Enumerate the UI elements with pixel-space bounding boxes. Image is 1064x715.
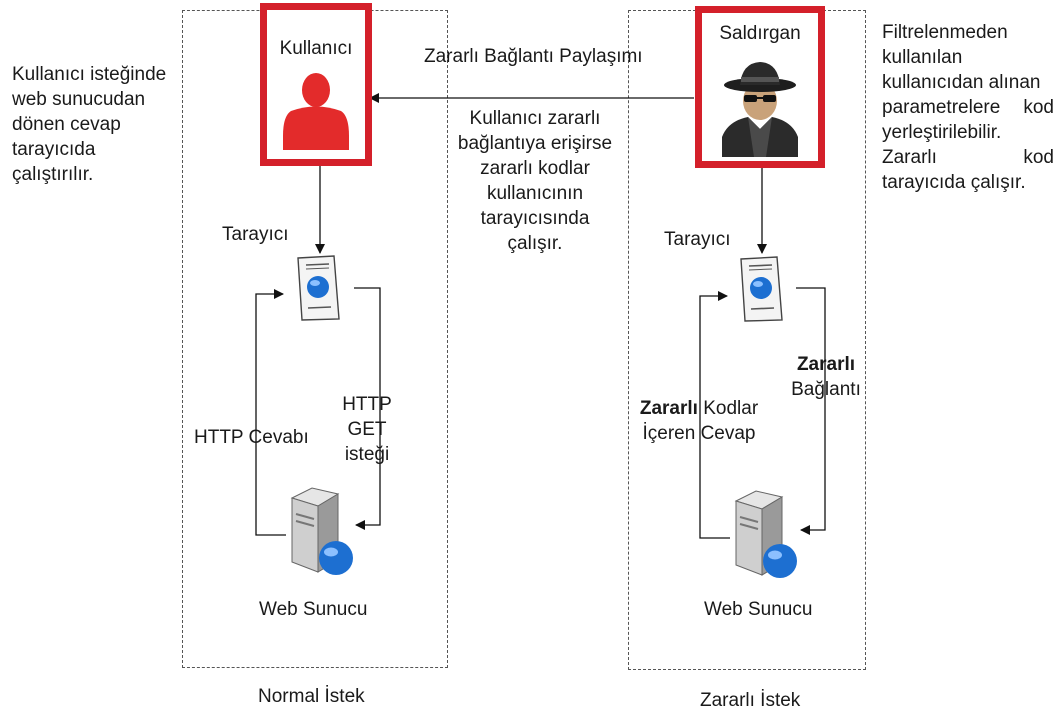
- malicious-link-arrow: [796, 287, 826, 535]
- normal-server-icon: [290, 487, 353, 575]
- attacker-icon: [722, 62, 798, 157]
- right-note: Filtrelenmeden kullanılan kullanıcıdan a…: [882, 22, 1054, 194]
- left-note: Kullanıcı isteğinde web sunucudan dönen …: [12, 64, 167, 186]
- normal-browser-icon: [297, 255, 340, 321]
- center-note: Kullanıcı zararlı bağlantıya erişirse za…: [457, 108, 613, 255]
- malicious-server-label: Web Sunucu: [704, 599, 813, 620]
- malicious-browser-icon: [740, 256, 783, 322]
- malicious-response-label: Zararlı Kodlar İçeren Cevap: [639, 398, 759, 445]
- normal-get-arrow: [354, 287, 381, 530]
- malicious-response-arrow: [699, 291, 730, 539]
- normal-browser-label: Tarayıcı: [222, 224, 289, 245]
- malicious-link-label: Zararlı Bağlantı: [791, 354, 861, 401]
- share-label: Zararlı Bağlantı Paylaşımı: [424, 46, 643, 67]
- malicious-server-icon: [734, 490, 797, 578]
- malicious-caption: Zararlı İstek: [700, 690, 801, 711]
- normal-request-label: HTTP GET isteği: [342, 394, 392, 466]
- normal-response-arrow: [255, 289, 286, 536]
- attacker-box: Saldırgan: [695, 6, 825, 168]
- normal-caption: Normal İstek: [258, 686, 365, 707]
- attacker-label: Saldırgan: [719, 23, 801, 44]
- user-box: Kullanıcı: [260, 3, 372, 166]
- user-label: Kullanıcı: [279, 38, 353, 59]
- user-icon: [283, 73, 349, 150]
- normal-response-label: HTTP Cevabı: [194, 427, 309, 448]
- malicious-browser-label: Tarayıcı: [664, 229, 731, 250]
- normal-server-label: Web Sunucu: [259, 599, 368, 620]
